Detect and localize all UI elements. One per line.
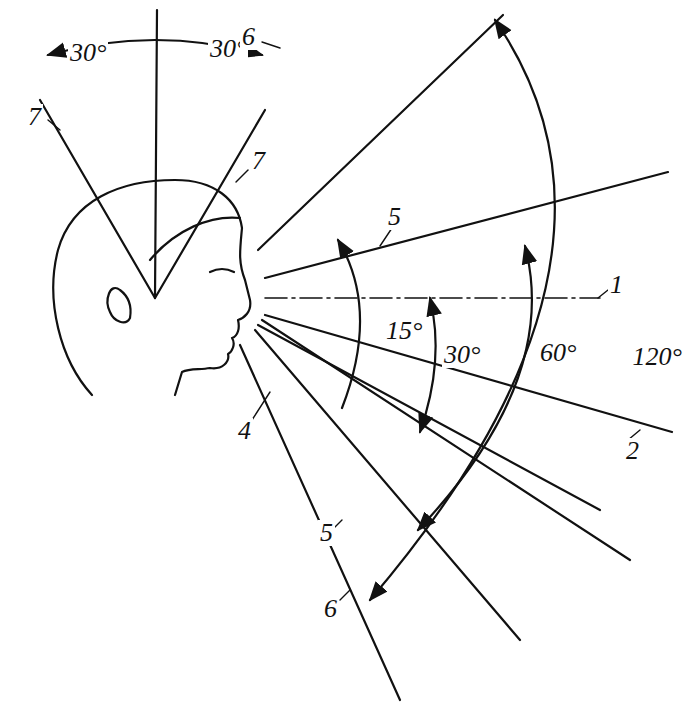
callout-number: 5: [386, 204, 403, 230]
callout-number: 6: [322, 596, 339, 622]
angle-label: 60°: [538, 340, 578, 366]
hair-line: [150, 218, 240, 260]
head-outline: [53, 180, 250, 395]
callout-number: 4: [236, 418, 253, 444]
callout-number: 6: [240, 24, 257, 50]
callout-number: 5: [318, 520, 335, 546]
angle-label: 30°: [442, 342, 482, 368]
callout-number: 7: [26, 104, 43, 130]
angle-label: 15°: [384, 318, 424, 344]
angle-label: 120°: [631, 344, 684, 370]
eye: [210, 269, 234, 272]
ear: [108, 288, 131, 322]
callout-number: 7: [250, 148, 267, 174]
callout-number: 1: [608, 272, 625, 298]
angle-label: 30°: [68, 40, 108, 66]
callout-number: 2: [624, 438, 641, 464]
